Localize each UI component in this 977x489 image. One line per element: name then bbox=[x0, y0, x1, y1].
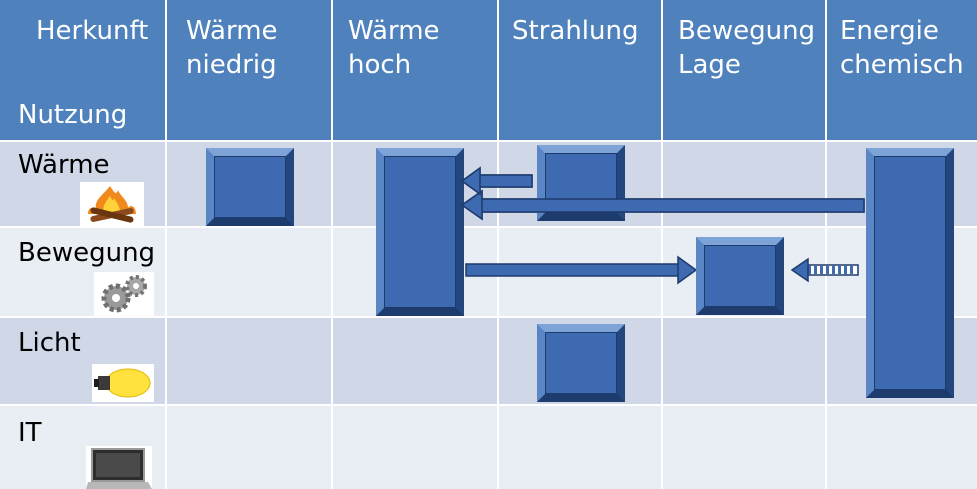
corner-top-label: Herkunft bbox=[36, 16, 149, 46]
grid-line bbox=[0, 404, 977, 406]
box-bewegung-lage bbox=[696, 237, 784, 315]
grid-line bbox=[0, 316, 977, 318]
row-label: IT bbox=[18, 418, 42, 448]
col-label: Strahlung bbox=[512, 16, 639, 46]
row-label: Licht bbox=[18, 328, 81, 358]
grid-line bbox=[661, 0, 663, 489]
gears-icon bbox=[94, 272, 154, 316]
lightbulb-icon bbox=[92, 364, 154, 402]
box-waerme-hoch bbox=[376, 148, 464, 316]
row-licht: Licht bbox=[0, 318, 977, 404]
row-it: IT bbox=[0, 406, 977, 489]
grid-line bbox=[331, 0, 333, 489]
grid-line bbox=[0, 140, 977, 142]
grid-line bbox=[165, 0, 167, 489]
arrow-chemisch-to-bewegung bbox=[790, 257, 859, 283]
header-col-waerme-hoch: Wärme hoch bbox=[332, 0, 498, 142]
header-col-waerme-niedrig: Wärme niedrig bbox=[166, 0, 332, 142]
col-label: Bewegung Lage bbox=[678, 16, 816, 80]
corner-bottom-label: Nutzung bbox=[18, 100, 128, 130]
header-col-bewegung-lage: Bewegung Lage bbox=[662, 0, 826, 142]
box-waerme-niedrig-waerme bbox=[206, 148, 294, 226]
fire-icon bbox=[80, 182, 144, 226]
box-strahlung-licht bbox=[537, 324, 625, 402]
box-energie-chemisch bbox=[866, 148, 954, 398]
header-col-strahlung: Strahlung bbox=[498, 0, 662, 142]
header-col-energie-chemisch: Energie chemisch bbox=[826, 0, 977, 142]
header-corner: Herkunft Nutzung bbox=[0, 0, 166, 142]
grid-line bbox=[497, 0, 499, 489]
grid-line bbox=[0, 226, 977, 228]
grid-line bbox=[825, 0, 827, 489]
arrow-waerme-hoch-to-bewegung bbox=[465, 255, 698, 285]
col-label: Energie chemisch bbox=[840, 16, 964, 80]
col-label: Wärme hoch bbox=[348, 16, 440, 80]
col-label: Wärme niedrig bbox=[186, 16, 278, 80]
row-label: Wärme bbox=[18, 150, 110, 180]
laptop-icon bbox=[86, 446, 152, 489]
row-label: Bewegung bbox=[18, 238, 156, 268]
